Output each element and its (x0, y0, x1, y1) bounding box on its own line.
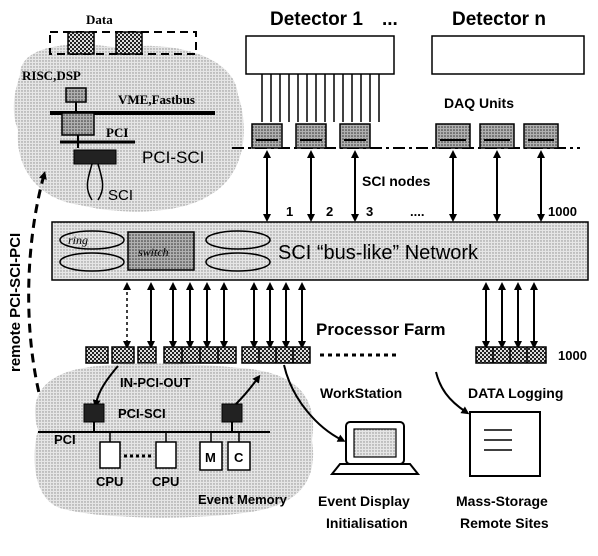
sci-cable (86, 163, 104, 201)
data-label: Data (86, 12, 113, 27)
pci-sci-top-card (73, 149, 117, 165)
node-dots-label: .... (410, 204, 424, 219)
risc-dsp-chip (65, 87, 87, 103)
pci-bottom-label: PCI (54, 432, 76, 447)
daq-unit-n2 (479, 123, 515, 149)
workstation-arrow (283, 364, 346, 442)
frontend-module-cloud (13, 44, 244, 212)
cpu-2-label: CPU (152, 474, 179, 489)
mass-storage-icon (469, 411, 541, 477)
workstation-monitor-icon (329, 421, 421, 475)
sci-nodes-label: SCI nodes (362, 173, 431, 189)
switch-label: switch (138, 245, 169, 259)
mass-storage-label: Mass-Storage (456, 493, 548, 509)
daq-unit-3 (339, 123, 371, 149)
vme-fastbus-label: VME,Fastbus (118, 92, 195, 107)
memory-m (199, 432, 223, 471)
memory-m-label: M (205, 450, 216, 465)
ring-label: ring (68, 233, 88, 247)
detector-ellipsis: ... (382, 9, 398, 30)
detector-1-box (245, 35, 395, 75)
data-buffer-frame (49, 31, 197, 55)
event-display-label: Event Display (318, 493, 410, 509)
workstation-label: WorkStation (320, 385, 402, 401)
farm-node-group-1 (85, 346, 157, 364)
pci-top-label: PCI (106, 125, 128, 140)
out-arrow (235, 374, 261, 405)
frontend-card (61, 112, 95, 136)
in-pci-out-label: IN-PCI-OUT (120, 375, 191, 390)
node-1-label: 1 (286, 204, 293, 219)
daq-unit-n1 (435, 123, 471, 149)
detector-1-readout-lines (261, 74, 380, 122)
daq-unit-n3 (523, 123, 559, 149)
detector-n-label: Detector n (452, 9, 546, 30)
risc-dsp-label: RISC,DSP (22, 68, 81, 83)
processor-farm-label: Processor Farm (316, 320, 445, 339)
farm-1000-label: 1000 (558, 348, 587, 363)
detector-1-label: Detector 1 (270, 9, 363, 30)
remote-pci-sci-pci-arrow (27, 171, 47, 409)
switch-box (127, 231, 195, 271)
data-logging-arrow (435, 371, 470, 415)
daq-unit-1 (251, 123, 283, 149)
event-memory-label: Event Memory (198, 492, 288, 507)
in-arrow (92, 365, 119, 408)
remote-sites-label: Remote Sites (460, 515, 549, 531)
node-1000-label: 1000 (548, 204, 577, 219)
initialisation-label: Initialisation (326, 515, 408, 531)
ring-ellipses (59, 230, 271, 272)
memory-c (227, 432, 251, 471)
sci-network-label: SCI “bus-like” Network (278, 242, 479, 264)
cpu-1-label: CPU (96, 474, 123, 489)
pci-sci-bottom-card-left (83, 403, 105, 423)
node-2-label: 2 (326, 204, 333, 219)
memory-c-label: C (234, 450, 244, 465)
cpu-1 (99, 432, 121, 469)
node-3-label: 3 (366, 204, 373, 219)
cpu-2 (155, 432, 177, 469)
daq-units-label: DAQ Units (444, 95, 514, 111)
pci-sci-bottom-card-right (221, 403, 243, 423)
daq-unit-2 (295, 123, 327, 149)
remote-pci-sci-pci-label: remote PCI-SCI-PCI (7, 233, 24, 372)
farm-node-group-2 (163, 346, 237, 364)
farm-node-group-4 (475, 346, 547, 364)
farm-arrows (123, 282, 538, 349)
pci-sci-top-label: PCI-SCI (142, 148, 204, 167)
farm-node-group-3 (241, 346, 311, 364)
data-logging-label: DATA Logging (468, 385, 563, 401)
node-detail-cloud (34, 363, 314, 518)
sci-node-arrows (263, 150, 545, 222)
detector-n-box (431, 35, 585, 75)
sci-top-label: SCI (108, 187, 133, 204)
pci-sci-bottom-label: PCI-SCI (118, 406, 166, 421)
